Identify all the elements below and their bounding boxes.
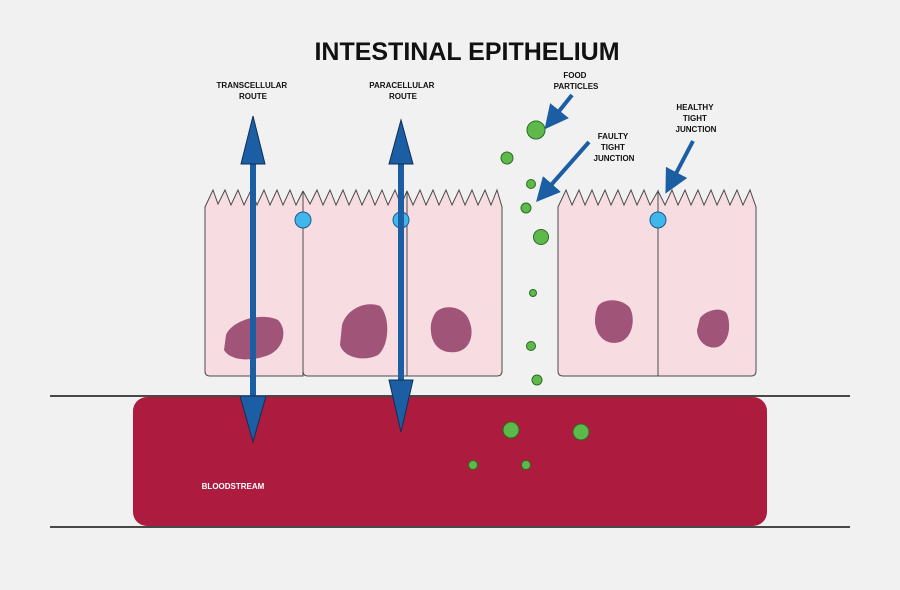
food-particle [500,151,514,165]
food-particle [526,120,546,140]
faulty-tight-junction-label: FAULTY TIGHT JUNCTION [594,132,635,163]
food-particles-pointer [544,93,574,130]
epithelial-cells-right [557,188,757,377]
food-particle [526,179,536,189]
pointer-arrows [536,93,695,202]
nucleus [430,307,472,353]
transcellular-label-line1: TRANSCELLULAR [217,81,288,90]
nuclei [224,300,730,360]
food-particle [531,374,543,386]
epithelial-cell [657,188,757,377]
epithelial-cell [406,188,503,377]
nucleus [595,300,633,343]
food-particles [468,120,590,470]
tight-junction-dot [294,211,312,229]
food-particle [572,423,590,441]
faulty-label-line2: TIGHT [601,143,625,152]
diagram-title: INTESTINAL EPITHELIUM [314,38,619,66]
food-label-line2: PARTICLES [554,82,599,91]
tight-junction-dot [649,211,667,229]
paracellular-route-label: PARACELLULAR ROUTE [369,81,436,101]
food-label-line1: FOOD [563,71,586,80]
epithelial-cell [557,188,659,377]
food-particle [520,202,532,214]
food-particle [526,341,536,351]
faulty-label-line3: JUNCTION [594,154,635,163]
bloodstream-label: BLOODSTREAM [202,482,265,491]
healthy-junction-pointer [665,140,695,194]
bloodstream-vessel [133,397,767,526]
healthy-label-line1: HEALTHY [676,103,714,112]
transcellular-label-line2: ROUTE [239,92,268,101]
transcellular-arrow [239,115,267,444]
food-particle [521,460,531,470]
food-particle [502,421,520,439]
food-particles-label: FOOD PARTICLES [554,71,599,91]
paracellular-label-line2: ROUTE [389,92,418,101]
paracellular-label-line1: PARACELLULAR [369,81,434,90]
faulty-junction-pointer [536,140,591,202]
nucleus [697,309,730,348]
food-particle [529,289,537,297]
healthy-label-line2: TIGHT [683,114,707,123]
paracellular-arrow [388,118,414,433]
healthy-tight-junction-label: HEALTHY TIGHT JUNCTION [676,103,717,134]
faulty-label-line1: FAULTY [598,132,629,141]
food-particle [533,229,549,245]
nucleus [340,304,388,359]
healthy-label-line3: JUNCTION [676,125,717,134]
food-particle [468,460,478,470]
transcellular-route-label: TRANSCELLULAR ROUTE [217,81,290,101]
